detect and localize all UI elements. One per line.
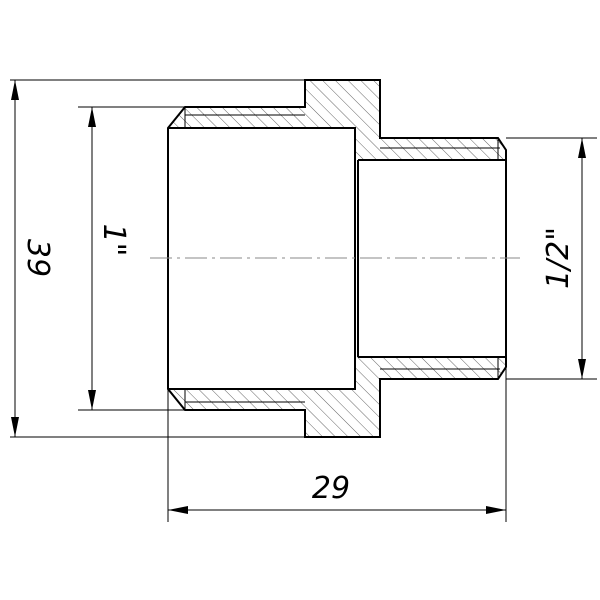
dimension-overall-diameter: 39 (10, 79, 305, 438)
dimension-small-thread: 1/2" (506, 137, 597, 380)
overall-diameter-label: 39 (20, 239, 55, 277)
top-small-thread-section (358, 138, 506, 160)
bottom-small-thread-section (358, 357, 506, 379)
small-thread-label: 1/2" (541, 227, 576, 289)
section-hatching (168, 80, 506, 437)
dimension-length: 29 (167, 367, 507, 522)
top-wall-section (168, 80, 380, 160)
length-label: 29 (312, 471, 350, 506)
dimension-large-thread: 1" (78, 106, 185, 411)
large-thread-label: 1" (96, 224, 131, 257)
bottom-wall-section (168, 357, 380, 437)
